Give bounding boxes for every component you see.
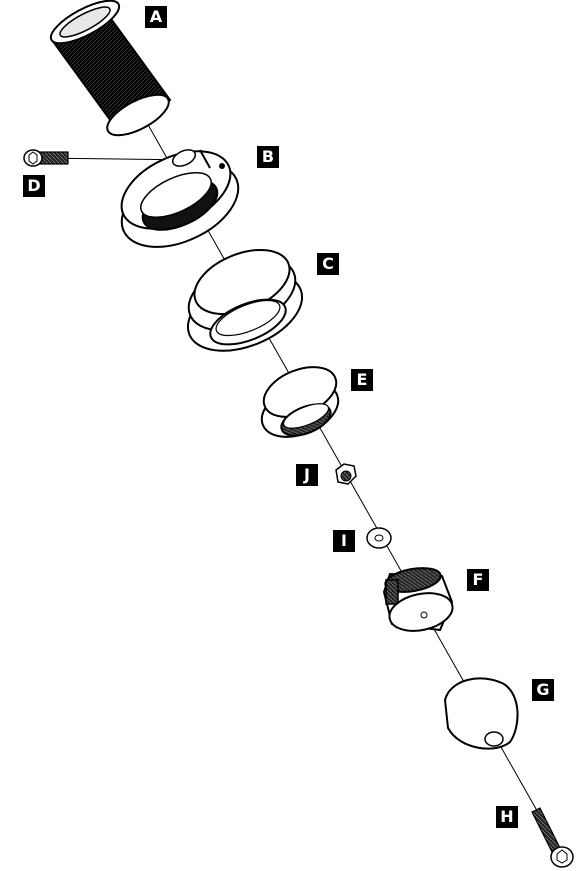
part-b-clamp-collar	[120, 149, 240, 248]
part-j-hex-nut	[335, 463, 357, 485]
label-b: B	[257, 146, 279, 168]
part-e-threaded-ring	[260, 366, 340, 438]
part-g-end-cap	[443, 677, 519, 750]
label-c: C	[317, 253, 339, 275]
label-f: F	[467, 569, 489, 591]
label-e: E	[351, 369, 373, 391]
part-c-flanged-ring	[186, 248, 304, 352]
label-d: D	[23, 175, 45, 197]
part-h-cap-bolt	[531, 807, 574, 868]
part-a-knurled-sleeve	[49, 0, 172, 137]
part-f-threaded-plug	[382, 567, 454, 632]
label-a: A	[145, 6, 167, 28]
label-i: I	[333, 530, 355, 552]
part-i-washer	[366, 527, 392, 549]
label-j: J	[296, 464, 318, 486]
label-h: H	[496, 806, 518, 828]
part-d-cap-screw	[23, 149, 69, 167]
label-g: G	[532, 679, 554, 701]
